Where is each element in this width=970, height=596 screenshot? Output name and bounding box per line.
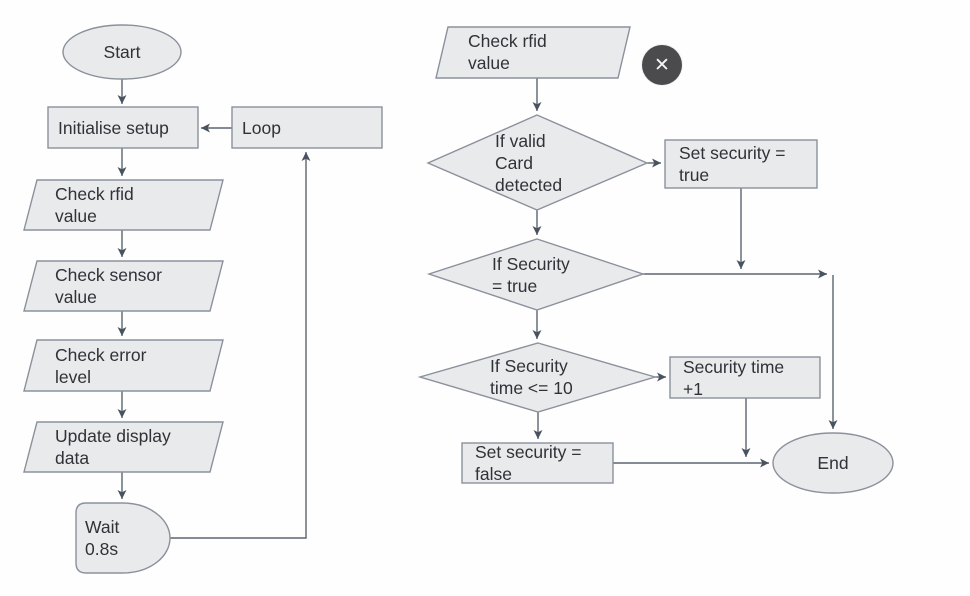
set-security-true-process-shape [664, 139, 818, 189]
start-terminator-shape [62, 24, 182, 80]
check-error-io-shape [23, 339, 224, 392]
close-icon: ✕ [654, 54, 670, 76]
close-button[interactable]: ✕ [642, 45, 682, 85]
check-rfid-right-io-shape [435, 26, 631, 79]
if-security-time-decision-shape [417, 342, 658, 413]
end-terminator-shape [772, 432, 894, 494]
initialise-process-shape [47, 106, 199, 149]
check-sensor-io-shape [23, 260, 224, 312]
wait-delay-shape [75, 502, 171, 574]
security-time-inc-process-shape [669, 356, 821, 399]
if-security-true-decision-shape [426, 238, 646, 311]
check-rfid-left-io-shape [23, 179, 224, 231]
update-display-io-shape [23, 421, 224, 473]
set-security-false-process-shape [461, 442, 614, 484]
if-valid-card-decision-shape [426, 114, 649, 211]
arrow-wait-to-loop [170, 152, 311, 539]
loop-process-shape [231, 106, 383, 149]
